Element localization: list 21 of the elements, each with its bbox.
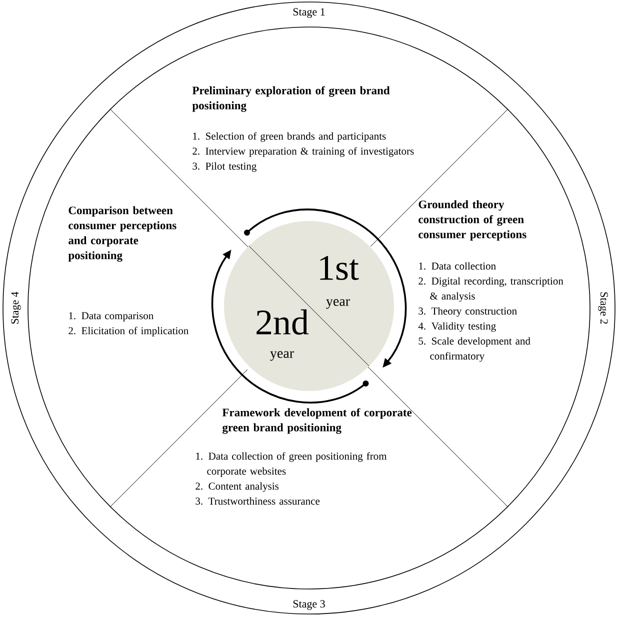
stage-label: Stage 4 <box>10 290 22 326</box>
list-item: 5. Scale development and confirmatory <box>418 337 530 362</box>
heading: Grounded theory construction of green consumer perceptions <box>418 200 526 241</box>
list-item: 1. Data comparison <box>69 312 154 322</box>
list-item: 3. Trustworthiness assurance <box>196 497 320 505</box>
heading: Comparison between consumer perceptions and corporate positioning <box>68 206 176 262</box>
list-item: 2. Elicitation of implication <box>68 326 188 336</box>
list-item: 4. Validity testing <box>418 322 496 332</box>
list-item: 2. Content analysis <box>196 482 279 492</box>
list-item: 2. Interview preparation & training of investigators <box>192 147 414 157</box>
stage-label: Stage 3 <box>292 599 326 611</box>
list-item: 3. Theory construction <box>418 307 517 317</box>
list-item: 3. Pilot testing <box>192 162 256 172</box>
heading: Preliminary exploration of green brand positioning <box>192 86 390 112</box>
heading: Framework development of corporate green brand positioning <box>222 408 412 434</box>
list-item: 1. Data collection of green positioning from corporate websites <box>196 452 387 477</box>
list-item: 1. Data collection <box>419 262 496 270</box>
list-item: 1. Selection of green brands and participants <box>193 132 386 142</box>
stage-label: Stage 1 <box>292 7 326 19</box>
stage-label: Stage 2 <box>597 290 609 326</box>
list-item: 2. Digital recording, transcription & analysis <box>418 277 564 302</box>
